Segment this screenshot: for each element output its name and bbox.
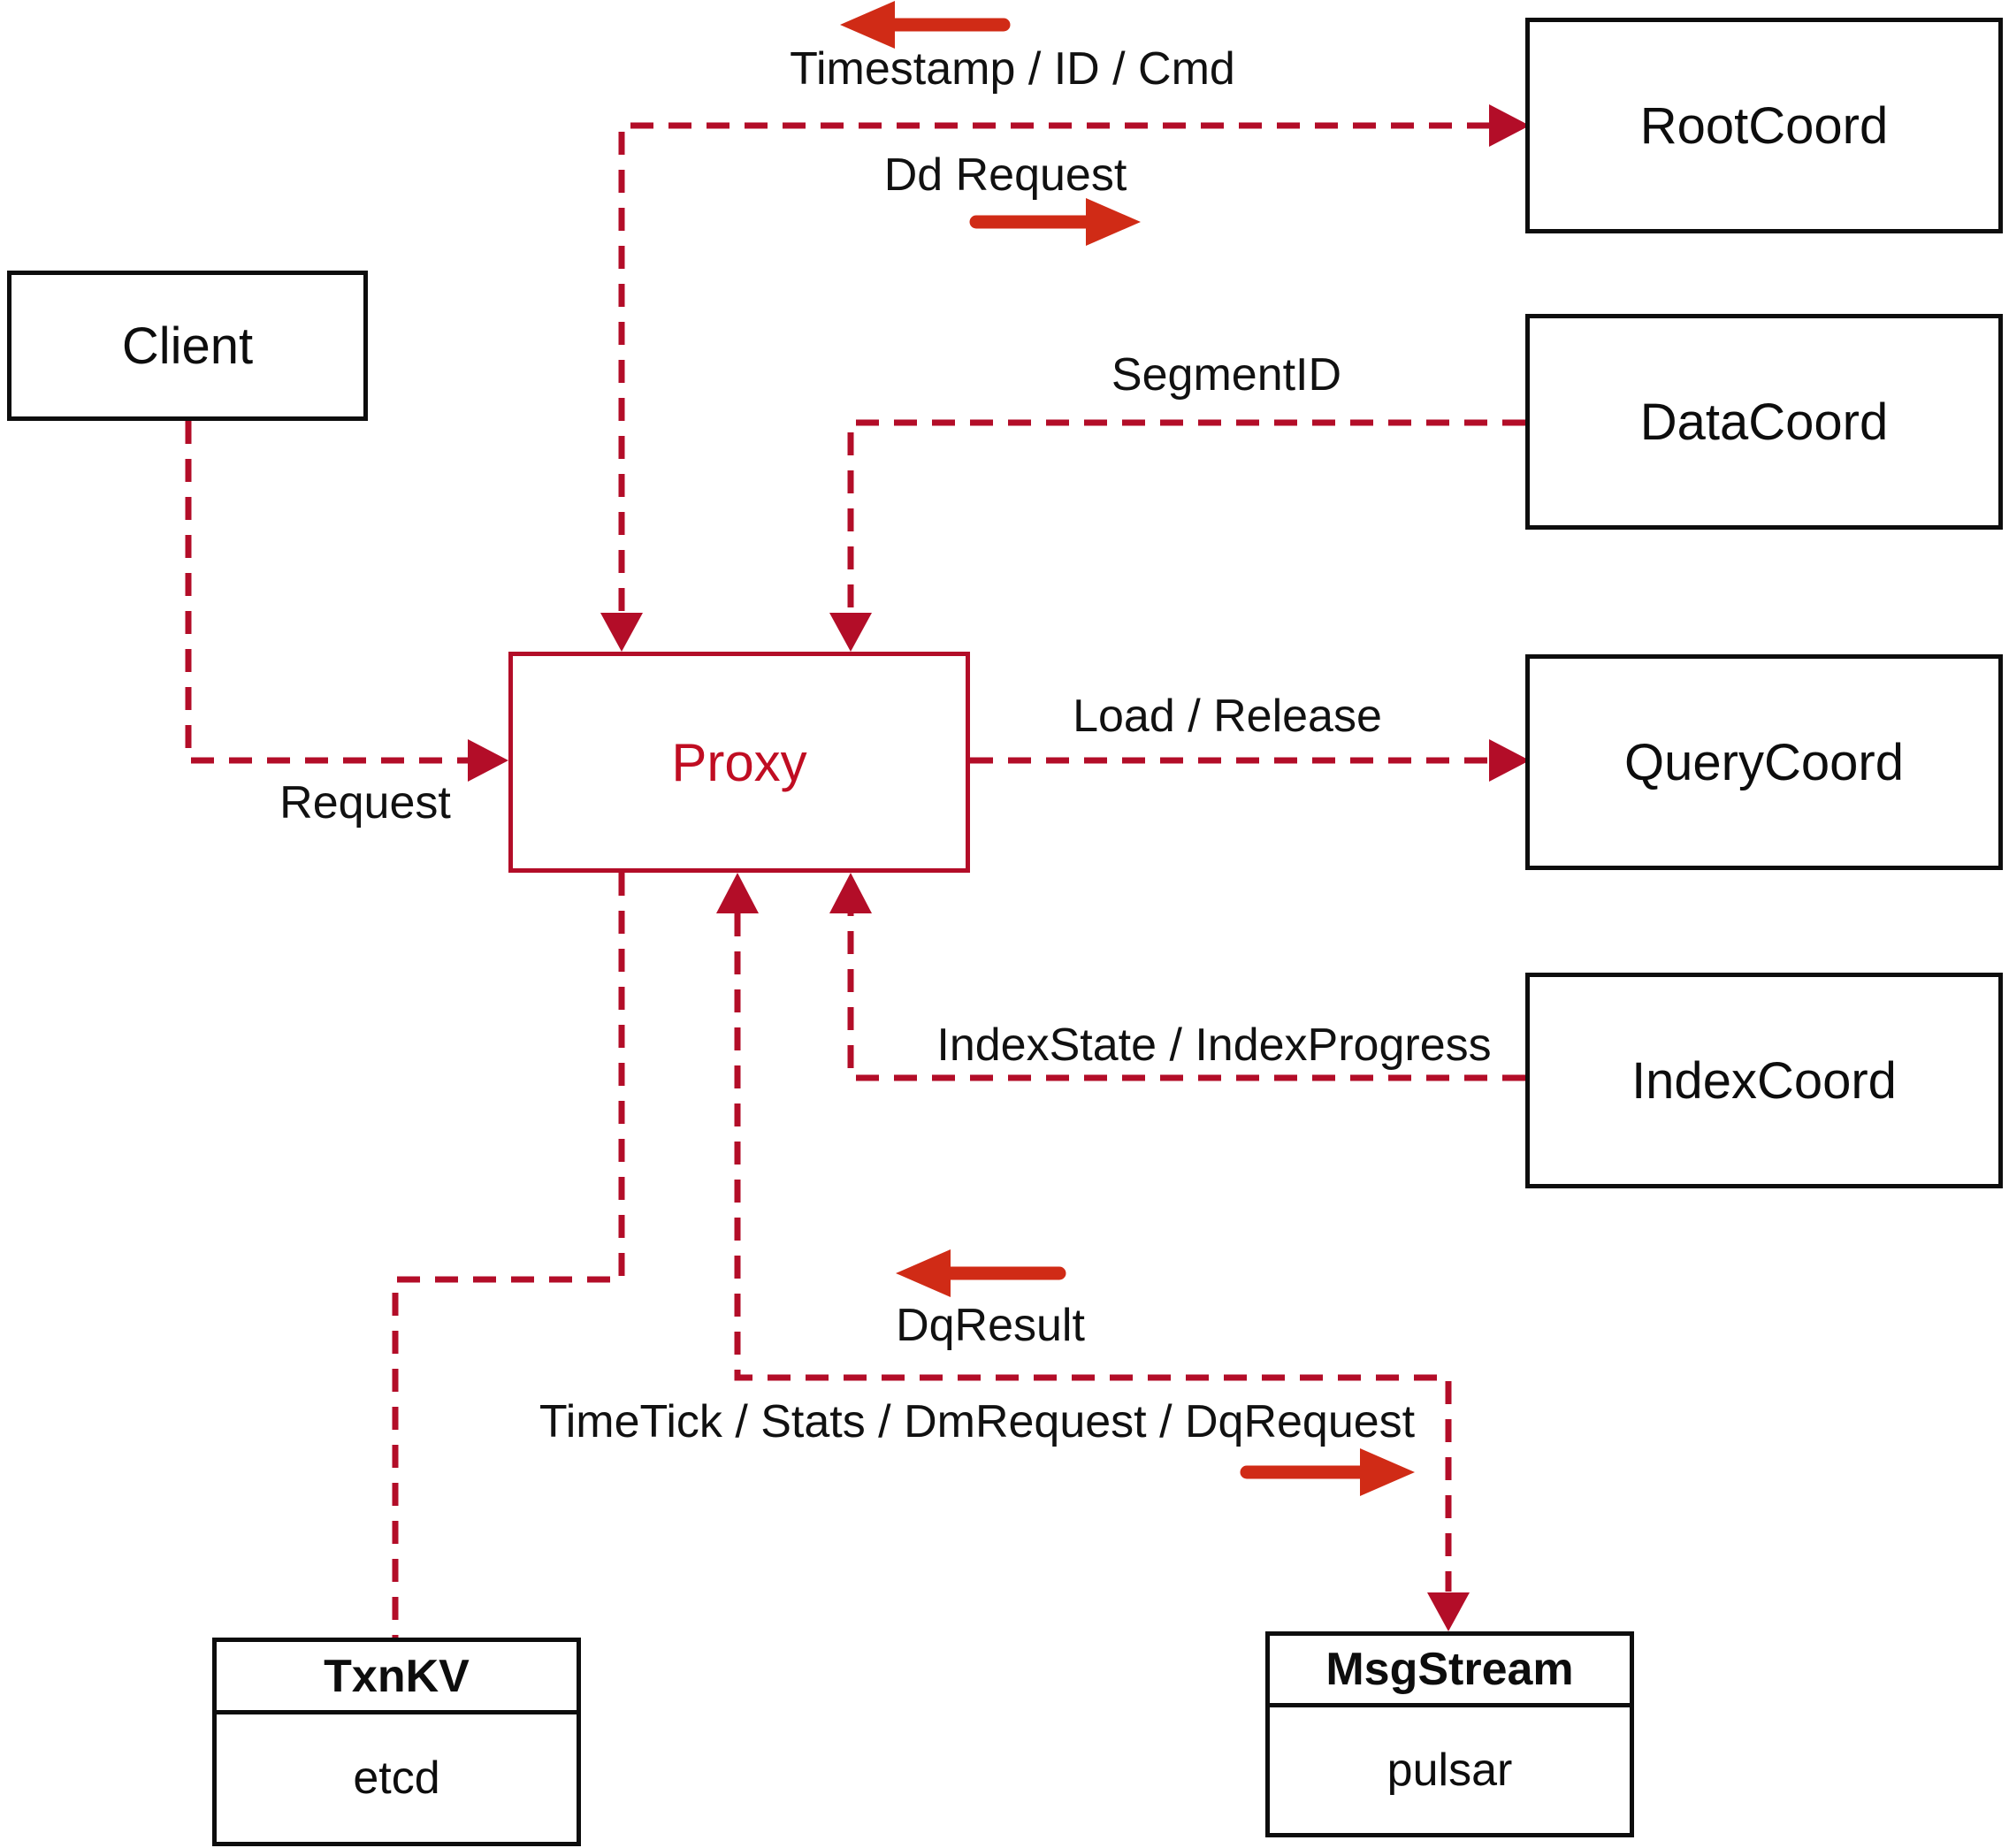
edge-label-load-release: Load / Release: [1073, 691, 1382, 742]
edge-proxy-txnkv: [392, 873, 625, 1638]
edge-label-indexstate-indexprogress: IndexState / IndexProgress: [936, 1019, 1492, 1071]
arrowhead-into-msgstream-icon: [1427, 1592, 1470, 1631]
arrowhead-into-proxy-bottom-left-icon: [716, 873, 759, 913]
node-msgstream-title: MsgStream: [1270, 1636, 1630, 1707]
direction-arrow-dd-request-right-icon: [969, 198, 1141, 246]
arrowhead-into-querycoord-icon: [1489, 739, 1530, 782]
arrowhead-into-proxy-bottom-right-icon: [829, 873, 872, 913]
edge-label-timetick-stats-dmrequest-dqrequest: TimeTick / Stats / DmRequest / DqRequest: [539, 1396, 1416, 1447]
arrowhead-into-proxy-top-left-icon: [600, 613, 643, 652]
node-msgstream-impl-label: pulsar: [1386, 1745, 1513, 1796]
arrow-head: [1360, 1448, 1415, 1496]
edge-datacoord-proxy: [847, 419, 1525, 611]
node-querycoord: QueryCoord: [1525, 654, 2003, 870]
edge-label-timestamp-id-cmd: Timestamp / ID / Cmd: [790, 43, 1235, 95]
arrowhead-into-rootcoord-icon: [1489, 104, 1530, 147]
edge-label-dqresult: DqResult: [896, 1300, 1085, 1351]
node-msgstream-impl: pulsar: [1270, 1707, 1630, 1833]
direction-arrow-dqresult-left-icon: [896, 1249, 1066, 1297]
dashed-connectors: [185, 104, 1530, 1638]
node-rootcoord: RootCoord: [1525, 18, 2003, 233]
node-client-label: Client: [121, 317, 254, 375]
node-txnkv-title: TxnKV: [217, 1642, 577, 1714]
node-client: Client: [7, 271, 368, 421]
node-txnkv-impl-label: etcd: [353, 1753, 440, 1804]
edge-label-dd-request: Dd Request: [883, 149, 1127, 201]
edge-proxy-rootcoord: [618, 122, 1489, 611]
edge-label-segmentid: SegmentID: [1111, 349, 1342, 401]
edge-label-request: Request: [279, 777, 451, 829]
node-proxy: Proxy: [508, 652, 970, 873]
node-rootcoord-label: RootCoord: [1639, 96, 1889, 155]
node-indexcoord-label: IndexCoord: [1631, 1051, 1897, 1110]
node-txnkv-title-label: TxnKV: [324, 1650, 470, 1702]
node-msgstream: MsgStream pulsar: [1265, 1631, 1634, 1837]
edge-proxy-msgstream: [734, 913, 1452, 1592]
node-txnkv: TxnKV etcd: [212, 1638, 581, 1846]
direction-arrow-dqrequest-right-icon: [1240, 1448, 1415, 1496]
arrow-head: [840, 1, 895, 49]
node-querycoord-label: QueryCoord: [1624, 733, 1904, 791]
arrowhead-into-proxy-top-right-icon: [829, 613, 872, 652]
direction-arrow-timestamp-left-icon: [840, 1, 1011, 49]
node-proxy-label: Proxy: [671, 732, 807, 792]
arrowhead-into-proxy-left-icon: [468, 739, 508, 782]
arrow-head: [1086, 198, 1141, 246]
node-indexcoord: IndexCoord: [1525, 973, 2003, 1188]
node-msgstream-title-label: MsgStream: [1325, 1644, 1574, 1695]
node-datacoord-label: DataCoord: [1639, 393, 1889, 451]
node-datacoord: DataCoord: [1525, 314, 2003, 530]
edge-client-proxy: [185, 421, 468, 764]
arrow-head: [896, 1249, 951, 1297]
direction-arrows: [840, 1, 1415, 1496]
node-txnkv-impl: etcd: [217, 1714, 577, 1842]
